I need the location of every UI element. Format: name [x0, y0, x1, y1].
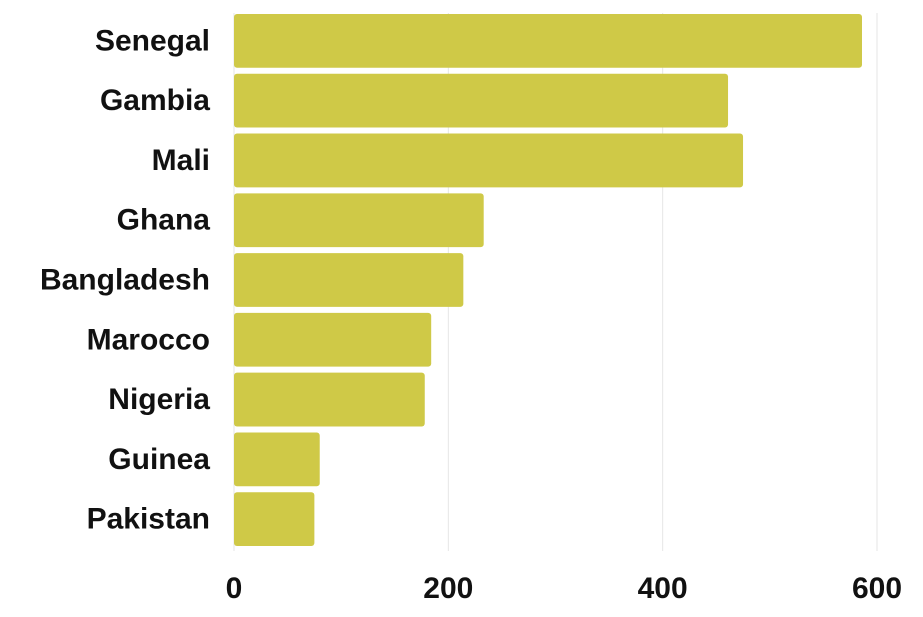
bar-guinea [234, 432, 320, 487]
category-label-marocco: Marocco [87, 323, 210, 356]
category-label-bangladesh: Bangladesh [40, 264, 210, 297]
category-label-guinea: Guinea [108, 443, 210, 476]
category-label-nigeria: Nigeria [108, 383, 210, 416]
category-labels: SenegalGambiaMaliGhanaBangladeshMaroccoN… [40, 24, 210, 535]
bar-bangladesh [234, 253, 464, 307]
category-label-mali: Mali [152, 144, 210, 177]
bar-gambia [234, 73, 729, 128]
bars [234, 14, 862, 546]
bar-senegal [234, 14, 862, 68]
x-tick-label-400: 400 [638, 572, 688, 605]
bar-ghana [234, 193, 484, 248]
x-tick-labels: 0 200 400 600 [226, 572, 902, 605]
x-tick-label-600: 600 [852, 572, 902, 605]
category-label-ghana: Ghana [117, 204, 211, 237]
bar-pakistan [234, 492, 315, 546]
bar-marocco [234, 312, 432, 367]
bar-nigeria [234, 372, 425, 427]
category-label-senegal: Senegal [95, 24, 210, 57]
category-label-pakistan: Pakistan [87, 503, 210, 536]
bar-mali [234, 133, 744, 188]
category-label-gambia: Gambia [100, 84, 210, 117]
x-tick-label-0: 0 [226, 572, 243, 605]
x-tick-label-200: 200 [423, 572, 473, 605]
